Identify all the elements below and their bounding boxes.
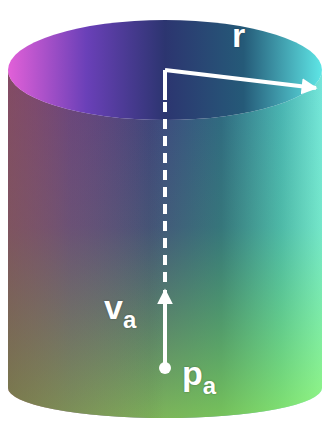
axis-lines xyxy=(165,70,316,364)
label-subscript: a xyxy=(123,306,136,333)
label-main: p xyxy=(182,354,203,392)
label-main: r xyxy=(232,16,245,54)
cylinder-body xyxy=(8,70,322,418)
label-subscript: a xyxy=(203,372,216,399)
point-label: pa xyxy=(182,356,216,390)
radius-label: r xyxy=(232,18,245,52)
velocity-label: va xyxy=(104,290,136,324)
label-main: v xyxy=(104,288,123,326)
point-dot xyxy=(159,362,171,374)
